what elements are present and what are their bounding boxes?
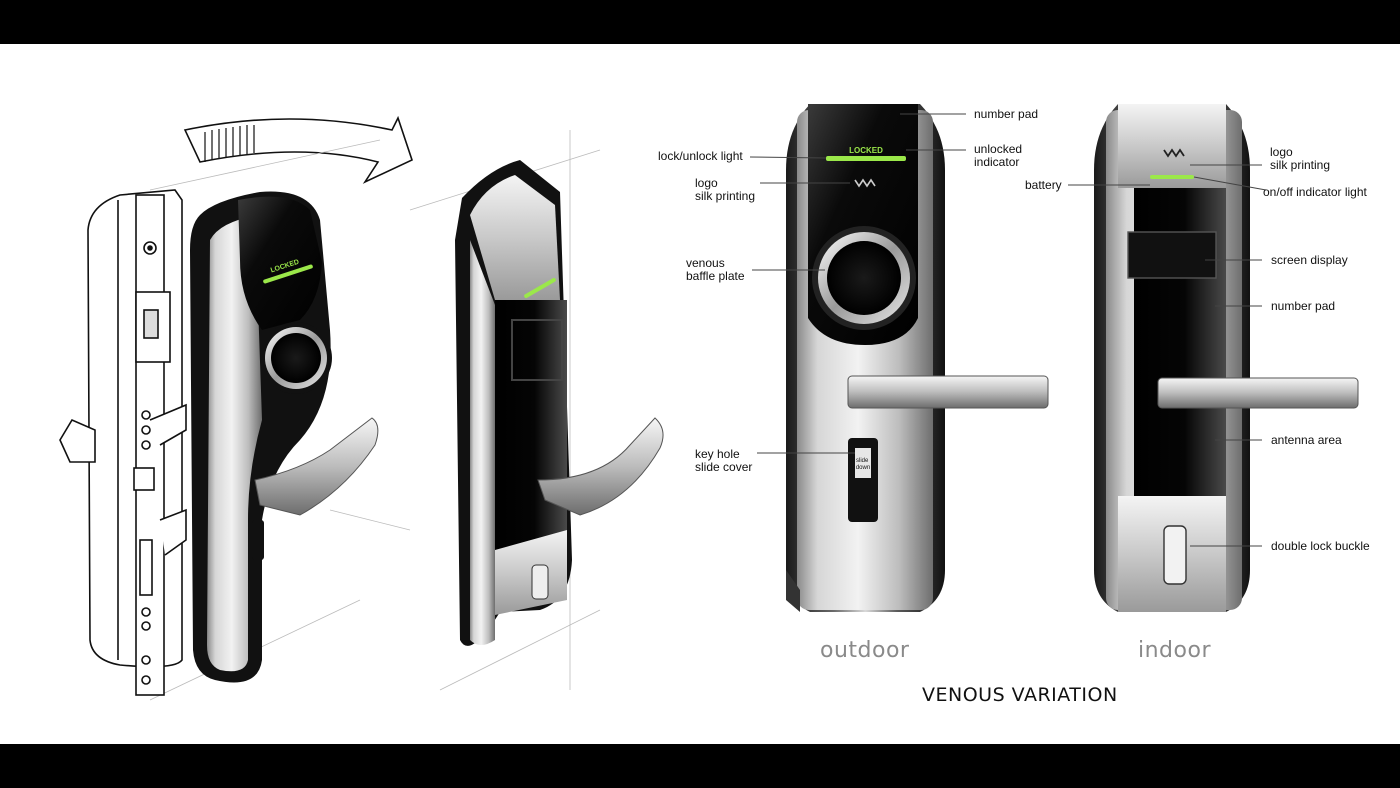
indoor-logo-icon bbox=[1163, 148, 1185, 158]
indoor-lock-front bbox=[1094, 104, 1359, 612]
callout-leaders bbox=[749, 113, 1267, 547]
battery-indicator-bar bbox=[1150, 175, 1194, 179]
screen-display-frame bbox=[1127, 231, 1217, 279]
outdoor-lock-front: LOCKED slide down bbox=[786, 104, 1049, 612]
slide-cover-text: slide down bbox=[856, 458, 870, 471]
callout-number-pad-outdoor: number pad bbox=[974, 107, 1039, 121]
rotation-arrow-icon bbox=[183, 115, 413, 184]
figure-caption: VENOUS VARIATION bbox=[922, 684, 1118, 706]
logo-icon bbox=[854, 178, 876, 188]
callout-on-off-indicator-light: on/off indicator light bbox=[1263, 185, 1367, 199]
callout-logo-indoor: logo silk printing bbox=[1270, 145, 1331, 172]
callout-antenna-area: antenna area bbox=[1271, 433, 1342, 447]
letterbox-top bbox=[0, 0, 1400, 44]
callout-logo-outdoor: logo silk printing bbox=[695, 176, 756, 203]
view-label-outdoor: outdoor bbox=[820, 638, 910, 663]
lock-unlock-light-bar bbox=[826, 156, 906, 161]
indoor-indicator-bar bbox=[524, 278, 556, 298]
callout-lock-unlock-light: lock/unlock light bbox=[658, 149, 743, 163]
callout-number-pad-indoor: number pad bbox=[1271, 299, 1336, 313]
double-lock-buckle bbox=[1163, 525, 1187, 585]
slide-cover-line-2: down bbox=[856, 465, 870, 471]
outdoor-locked-text: LOCKED bbox=[849, 146, 883, 155]
callout-key-hole-slide-cover: key hole slide cover bbox=[695, 447, 753, 474]
locked-indicator-bar bbox=[263, 264, 313, 284]
letterbox-bottom bbox=[0, 744, 1400, 788]
callout-venous-baffle-plate: venous baffle plate bbox=[686, 256, 745, 283]
outdoor-lock-perspective: LOCKED bbox=[190, 191, 379, 683]
callout-battery: battery bbox=[1025, 178, 1062, 192]
perspective-sketch-left bbox=[59, 115, 601, 701]
callout-unlocked-indicator: unlocked indicator bbox=[974, 142, 1023, 169]
view-label-indoor: indoor bbox=[1138, 638, 1211, 663]
callout-screen-display: screen display bbox=[1271, 253, 1348, 267]
slide-cover-line-1: slide bbox=[856, 458, 869, 464]
callout-double-lock-buckle: double lock buckle bbox=[1271, 539, 1370, 553]
indoor-lock-perspective bbox=[455, 160, 664, 646]
